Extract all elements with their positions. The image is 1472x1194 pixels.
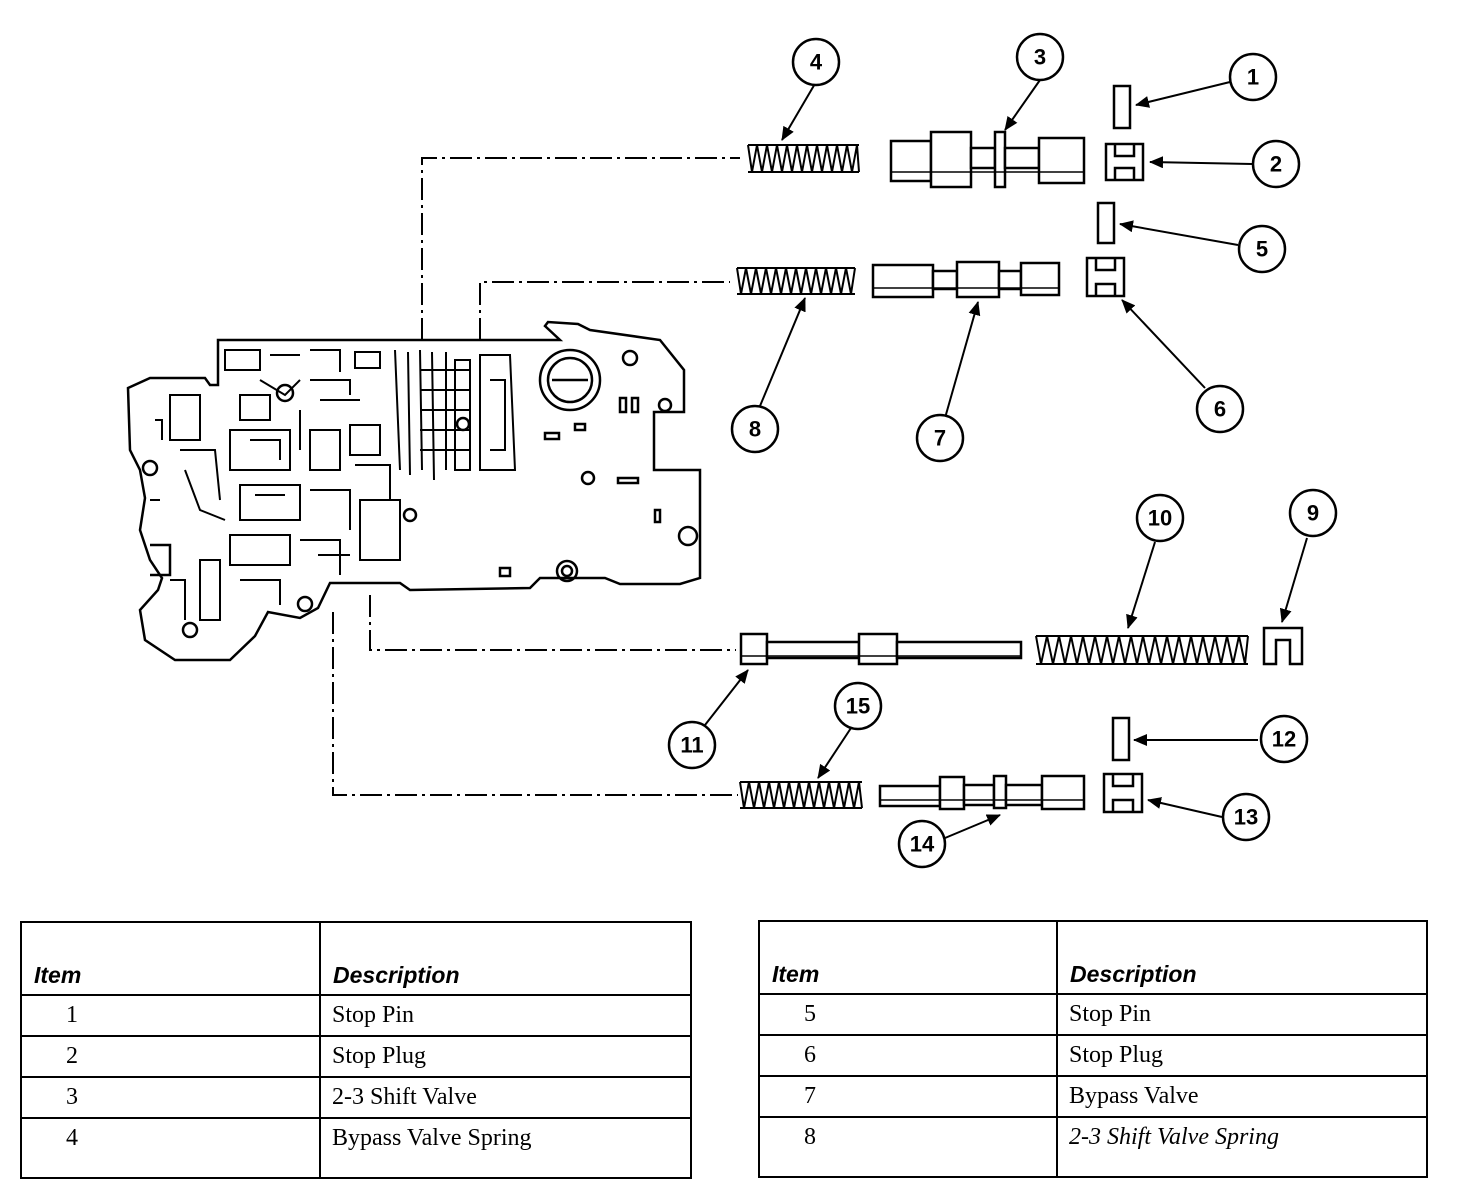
item-number: 4 [20, 1117, 321, 1179]
leader-lines [332, 157, 740, 796]
item-number: 3 [20, 1076, 321, 1119]
table-row: 4 Bypass Valve Spring [20, 1117, 692, 1179]
exploded-view-diagram: 1 2 3 4 5 6 7 8 9 10 11 12 13 14 15 [126, 32, 1338, 869]
item-description: Stop Pin [319, 994, 692, 1037]
table-header-row: Item Description [20, 921, 692, 996]
callout-10: 10 [1148, 506, 1172, 531]
valve-11 [739, 632, 1023, 666]
callout-14: 14 [910, 832, 935, 857]
table-row: 7 Bypass Valve [758, 1075, 1428, 1118]
callout-12: 12 [1272, 727, 1296, 752]
item-number: 7 [758, 1075, 1058, 1118]
callout-5: 5 [1256, 237, 1268, 262]
bypass-valve-spring [747, 144, 860, 173]
item-description: Stop Pin [1056, 993, 1428, 1036]
item-description: Stop Plug [319, 1035, 692, 1078]
shift-valve-2-3 [889, 130, 1086, 189]
callout-circles [667, 32, 1338, 869]
callout-1: 1 [1247, 65, 1259, 90]
item-number: 5 [758, 993, 1058, 1036]
item-description: Stop Plug [1056, 1034, 1428, 1077]
valve-body-passages [150, 349, 517, 621]
description-column-header: Description [319, 921, 692, 996]
callout-7: 7 [934, 426, 946, 451]
item-description: 2-3 Shift Valve [319, 1076, 692, 1119]
callout-4: 4 [810, 50, 823, 75]
valve-14 [878, 774, 1086, 811]
table-row: 6 Stop Plug [758, 1034, 1428, 1077]
table-row: 8 2-3 Shift Valve Spring [758, 1116, 1428, 1178]
callout-3: 3 [1034, 45, 1046, 70]
callout-11: 11 [680, 733, 703, 758]
bypass-valve [871, 260, 1061, 299]
item-number: 2 [20, 1035, 321, 1078]
item-description: 2-3 Shift Valve Spring [1056, 1116, 1428, 1178]
parts-table-right: Item Description 5 Stop Pin 6 Stop Plug … [758, 920, 1428, 1178]
stop-pins [1096, 84, 1132, 762]
callout-arrows [704, 79, 1308, 839]
shift-valve-spring-2-3 [736, 267, 856, 295]
stop-plugs [1085, 142, 1304, 814]
callout-2: 2 [1270, 152, 1282, 177]
table-row: 3 2-3 Shift Valve [20, 1076, 692, 1119]
item-description: Bypass Valve Spring [319, 1117, 692, 1179]
item-column-header: Item [20, 921, 321, 996]
spring-10 [1035, 635, 1249, 665]
table-header-row: Item Description [758, 920, 1428, 995]
spring-15 [739, 781, 863, 809]
table-row: 2 Stop Plug [20, 1035, 692, 1078]
item-number: 6 [758, 1034, 1058, 1077]
description-column-header: Description [1056, 920, 1428, 995]
callout-6: 6 [1214, 397, 1226, 422]
callout-13: 13 [1234, 805, 1258, 830]
item-number: 8 [758, 1116, 1058, 1178]
table-row: 1 Stop Pin [20, 994, 692, 1037]
item-description: Bypass Valve [1056, 1075, 1428, 1118]
callout-8: 8 [749, 417, 761, 442]
parts-table-left: Item Description 1 Stop Pin 2 Stop Plug … [20, 921, 692, 1179]
callout-9: 9 [1307, 501, 1319, 526]
item-number: 1 [20, 994, 321, 1037]
callout-labels: 1 2 3 4 5 6 7 8 9 10 11 12 13 14 15 [680, 45, 1319, 857]
item-column-header: Item [758, 920, 1058, 995]
callout-15: 15 [846, 694, 870, 719]
valve-body [126, 320, 702, 662]
table-row: 5 Stop Pin [758, 993, 1428, 1036]
